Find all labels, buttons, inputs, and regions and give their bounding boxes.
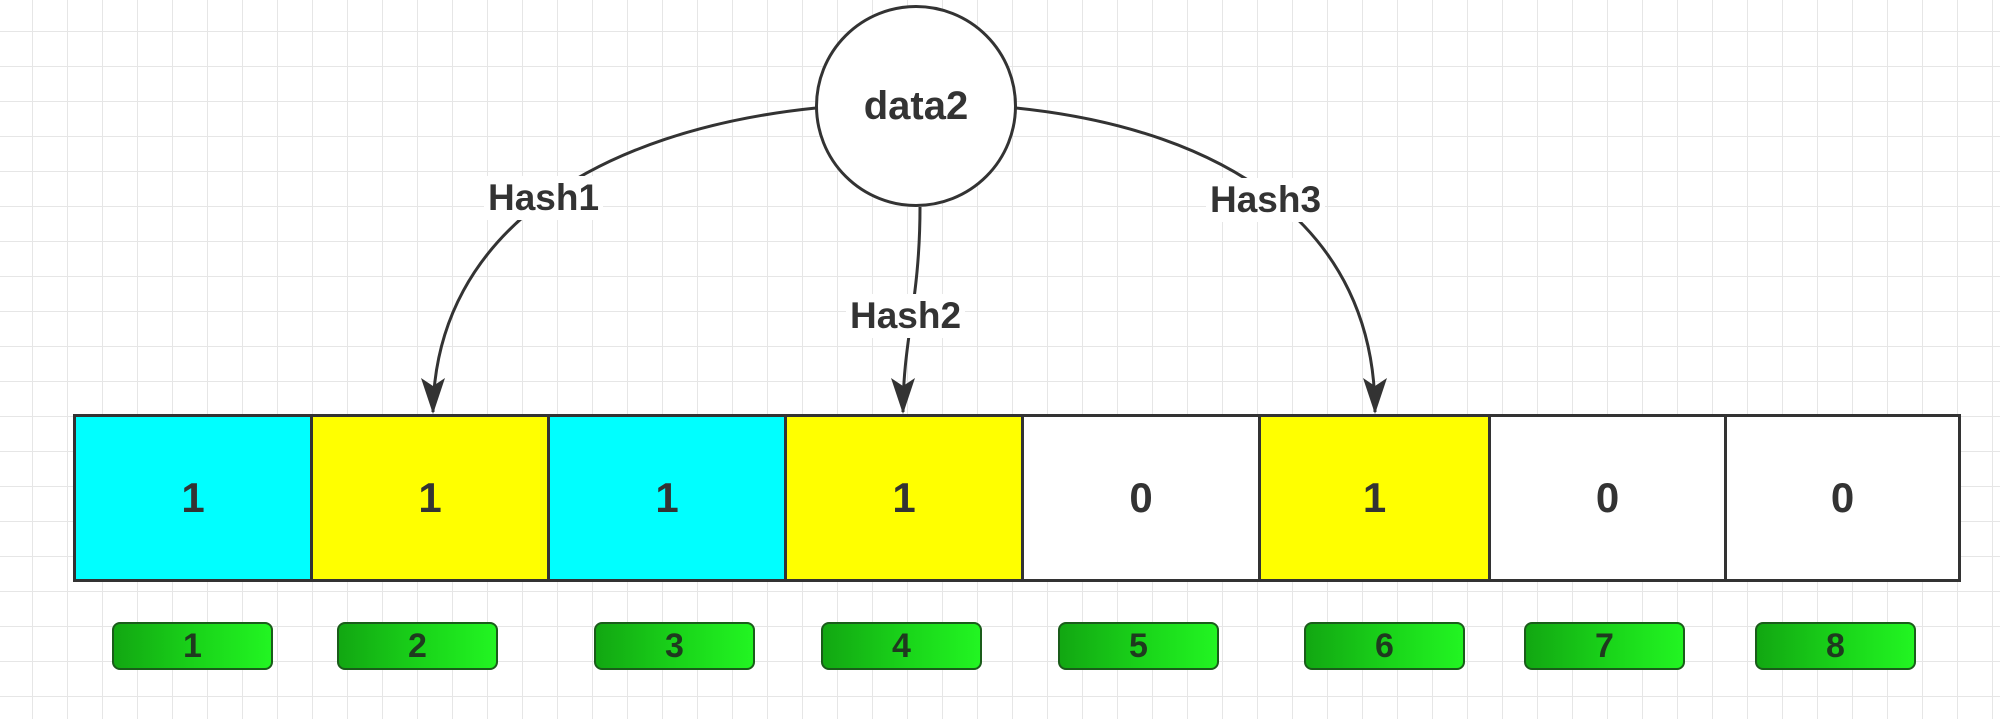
bit-cell-1: 1 [76,417,313,579]
bit-cell-6: 1 [1261,417,1491,579]
hash2-arrowhead [891,378,915,414]
bit-cell-3: 1 [550,417,787,579]
bit-cell-4: 1 [787,417,1024,579]
index-badge-8: 8 [1755,622,1916,670]
index-badge-3: 3 [594,622,755,670]
bit-cell-8: 0 [1727,417,1958,579]
bit-cell-2: 1 [313,417,550,579]
hash3-label: Hash3 [1206,178,1326,222]
bit-array: 1 1 1 1 0 1 0 0 [73,414,1961,582]
index-badge-6: 6 [1304,622,1465,670]
hash2-label: Hash2 [846,294,966,338]
data-node-label: data2 [863,83,969,128]
index-badge-7: 7 [1524,622,1685,670]
hash1-arrowhead [421,378,445,414]
hash3-arrowhead [1363,378,1387,414]
index-badge-1: 1 [112,622,273,670]
bit-cell-5: 0 [1024,417,1261,579]
index-badge-5: 5 [1058,622,1219,670]
hash3-arrow [1015,106,1377,413]
data-node: data2 [815,5,1017,207]
index-badge-4: 4 [821,622,982,670]
bit-cell-7: 0 [1491,417,1727,579]
hash1-arrow [431,106,817,413]
hash1-label: Hash1 [484,176,604,220]
index-badge-2: 2 [337,622,498,670]
